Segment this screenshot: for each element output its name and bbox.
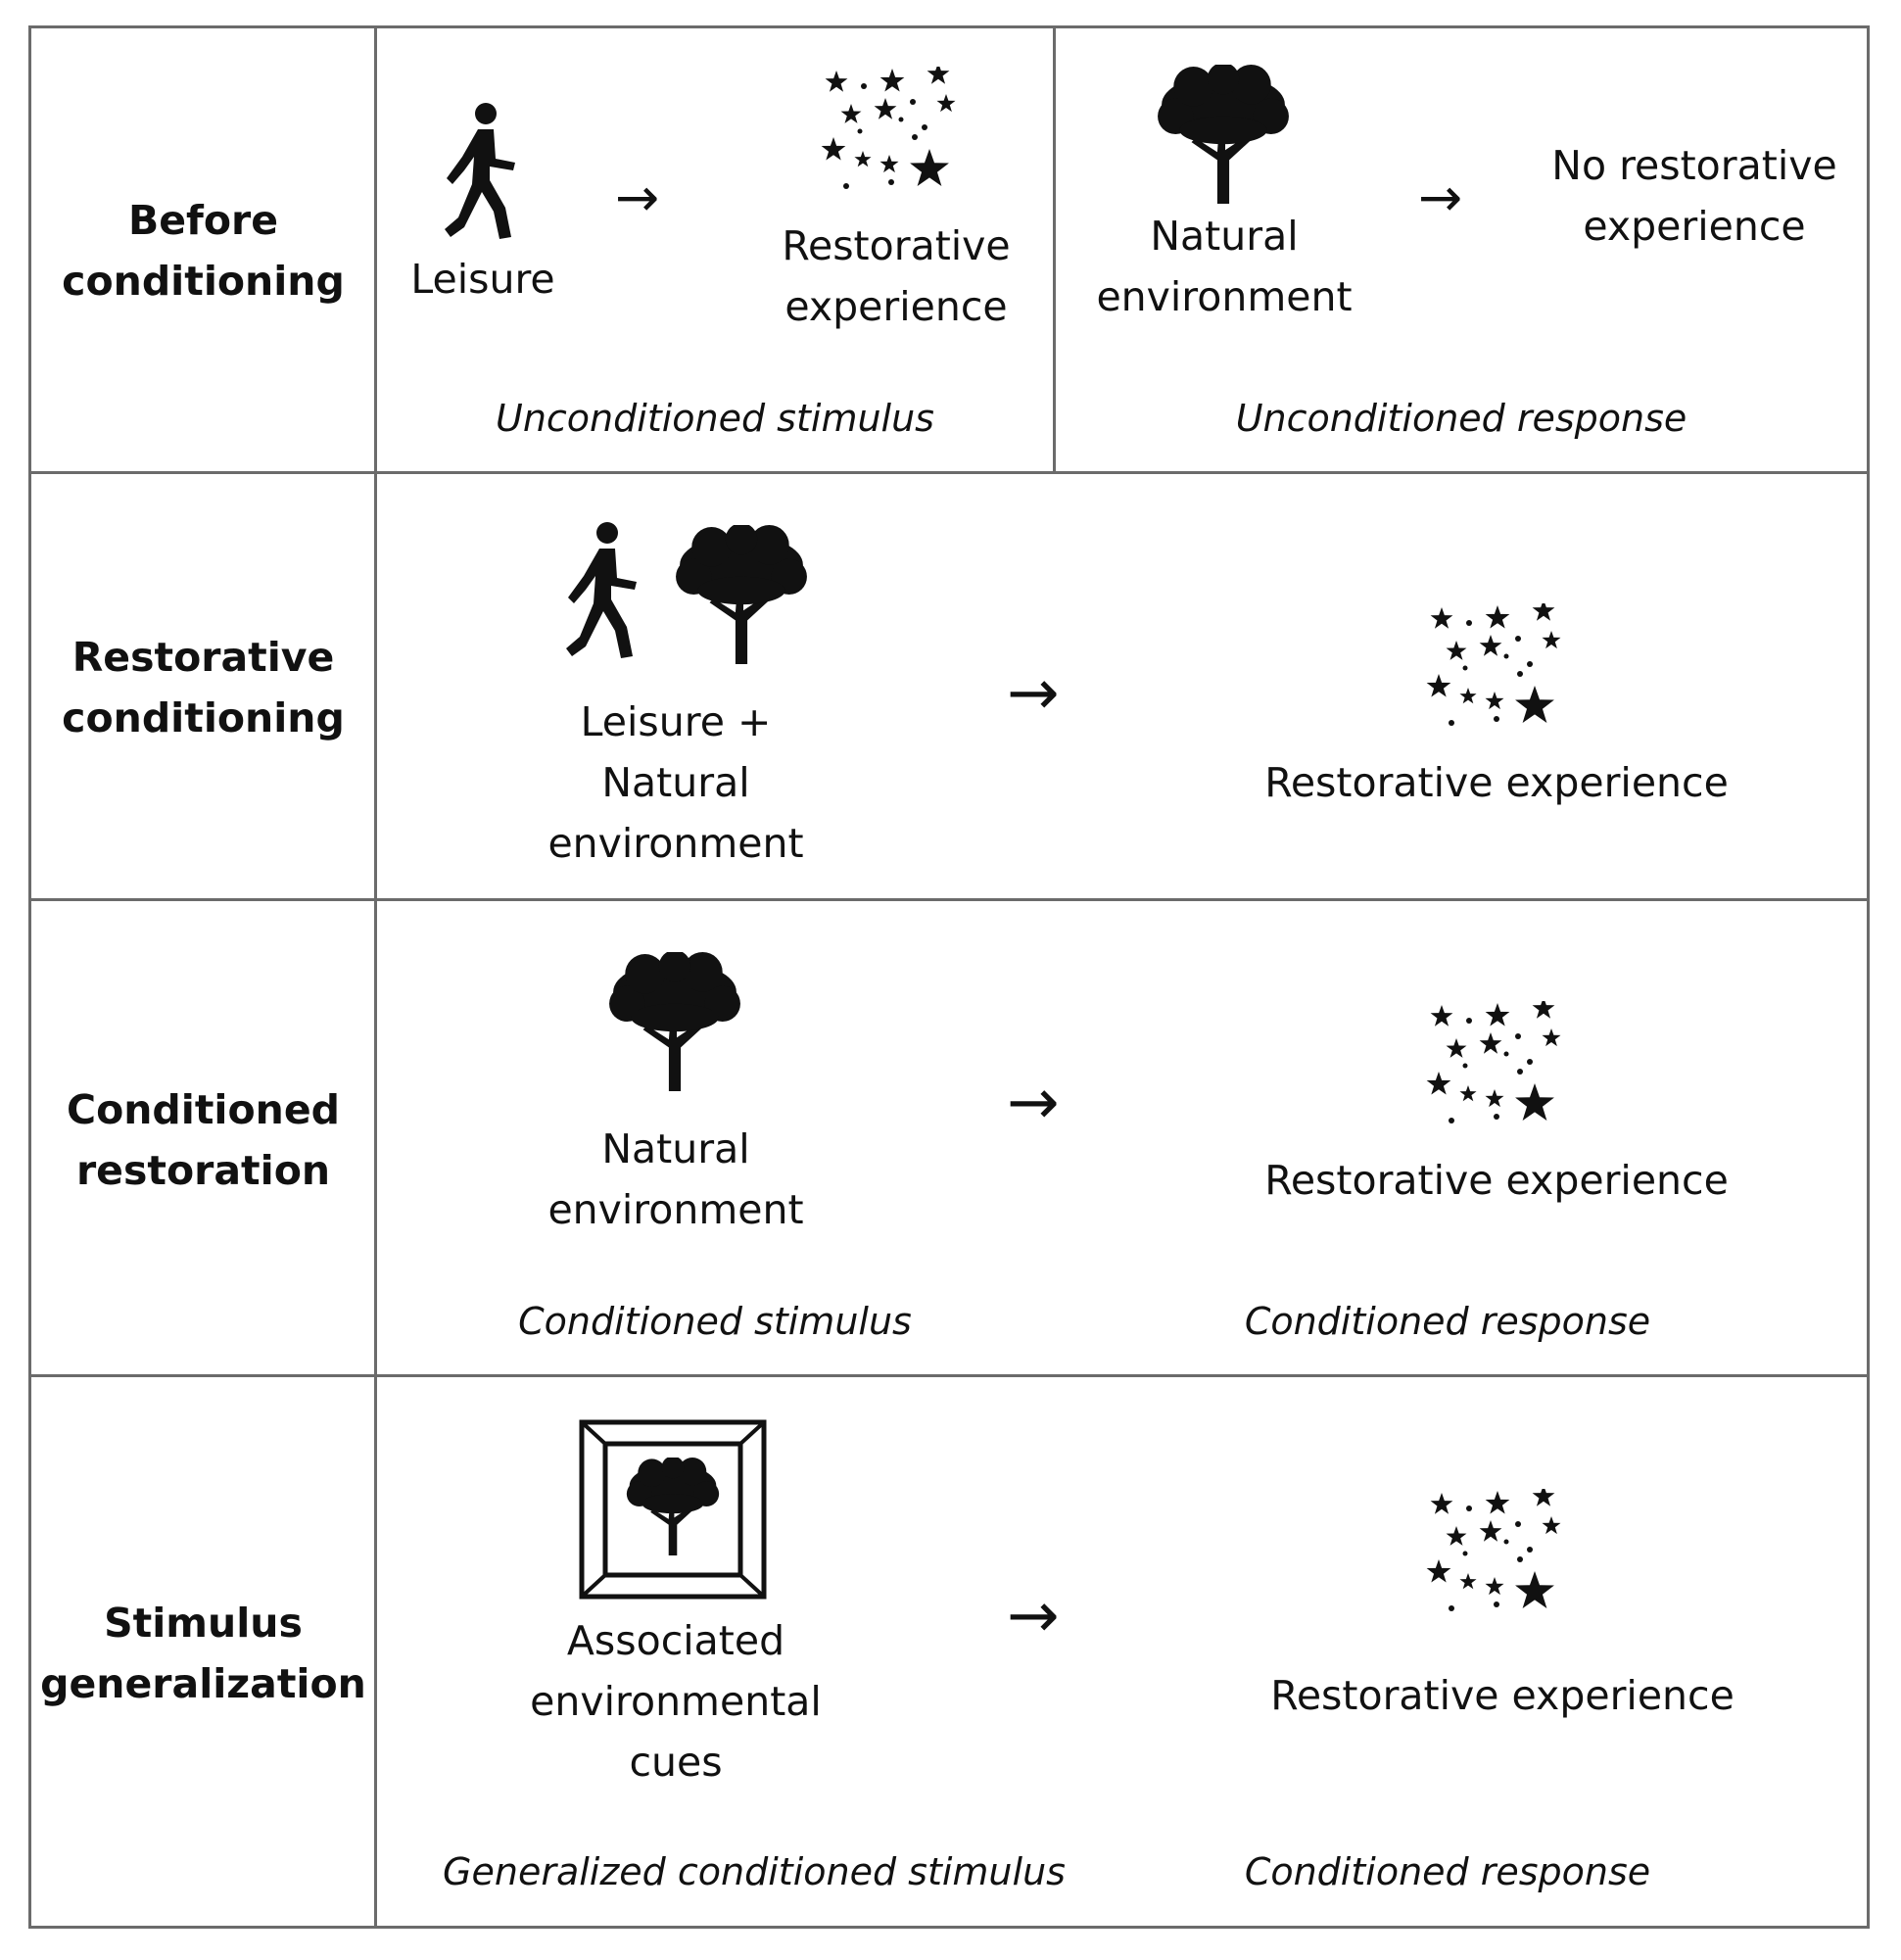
leisure-label: Leisure [410, 256, 555, 303]
restorative-experience-label: Restorative experience [1264, 759, 1729, 806]
table-border-right [1867, 25, 1870, 1929]
restorative-experience-label: Restorative experience [782, 222, 1011, 330]
stars-icon [1426, 603, 1573, 741]
restorative-experience-label: Restorative experience [1270, 1672, 1735, 1719]
table-border-left [28, 25, 31, 1929]
row1-inner-divider [1053, 25, 1056, 473]
table-border-bottom [29, 1926, 1870, 1929]
arrow-icon: → [1418, 167, 1463, 228]
row-label: Before conditioning [62, 197, 345, 305]
natural-environment-label: Natural environment [547, 1125, 804, 1233]
caption-conditioned-stimulus: Conditioned stimulus [518, 1300, 912, 1343]
caption-unconditioned-response: Unconditioned response [1235, 397, 1687, 440]
arrow-icon: → [615, 167, 660, 228]
stars-icon [1426, 1001, 1573, 1138]
stars-icon [821, 67, 968, 204]
caption-conditioned-response: Conditioned response [1244, 1300, 1651, 1343]
arrow-icon: → [1007, 657, 1060, 730]
walking-person-icon [566, 522, 637, 658]
restorative-experience-label: Restorative experience [1264, 1157, 1729, 1204]
no-restorative-experience-label: No restorative experience [1551, 142, 1837, 250]
tree-icon [609, 952, 740, 1091]
associated-environmental-cues-label: Associated environmental cues [530, 1617, 822, 1786]
walking-person-icon [445, 103, 515, 239]
framed-tree-icon [579, 1419, 767, 1600]
caption-unconditioned-stimulus: Unconditioned stimulus [496, 397, 934, 440]
caption-generalized-conditioned-stimulus: Generalized conditioned stimulus [443, 1850, 1066, 1893]
row-label: Stimulus generalization [40, 1600, 366, 1707]
row-label: Conditioned restoration [66, 1086, 340, 1194]
row-label: Restorative conditioning [62, 634, 345, 741]
caption-conditioned-response: Conditioned response [1244, 1850, 1651, 1893]
arrow-icon: → [1007, 1580, 1060, 1652]
row-divider-2 [29, 898, 1870, 901]
row-divider-1 [29, 471, 1870, 474]
arrow-icon: → [1007, 1067, 1060, 1139]
stars-icon [1426, 1489, 1573, 1626]
leisure-plus-natural-environment-label: Leisure + Natural environment [547, 698, 804, 867]
natural-environment-label: Natural environment [1096, 213, 1353, 320]
table-border-top [29, 25, 1870, 28]
tree-icon [676, 525, 807, 664]
label-column-divider [374, 25, 377, 1929]
tree-icon [1158, 65, 1289, 204]
row-divider-3 [29, 1374, 1870, 1377]
